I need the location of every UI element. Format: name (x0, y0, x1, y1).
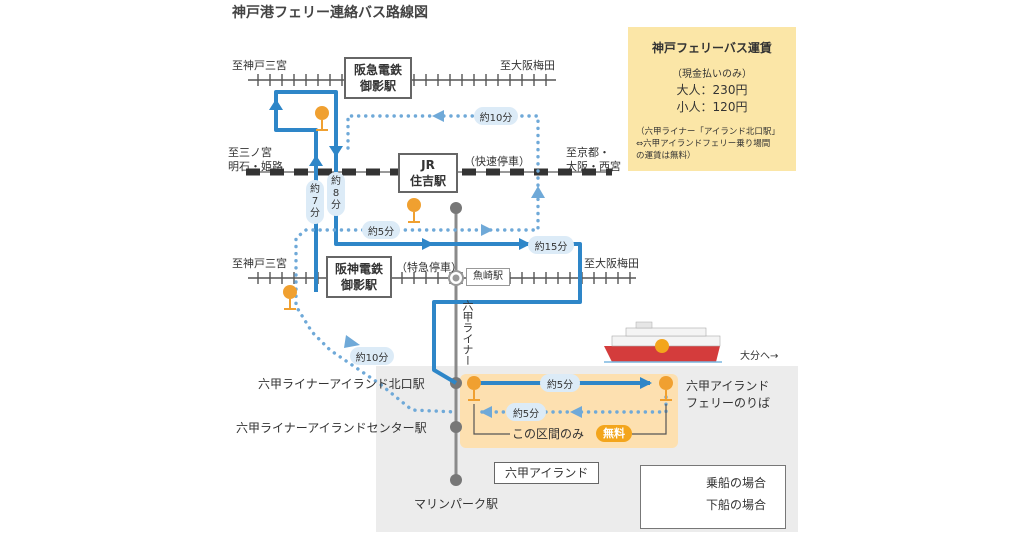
legend (640, 465, 786, 529)
jr-to-left: 至三ノ宮明石・姫路 (228, 146, 283, 174)
time-pill: 約10分 (350, 347, 394, 365)
hankyu-to-sannomiya: 至神戸三宮 (232, 59, 287, 72)
hankyu-to-umeda: 至大阪梅田 (500, 59, 555, 72)
fare-title: 神戸フェリーバス運賃 (652, 41, 772, 55)
jr-name: JR (421, 157, 435, 172)
hanshin-name: 阪神電鉄 (334, 261, 383, 276)
hanshin-mikage-station: 阪神電鉄 御影駅 (326, 256, 392, 298)
island-north-station-label: 六甲ライナーアイランド北口駅 (258, 377, 425, 391)
free-zone-bracket (473, 404, 510, 435)
marine-park-station-label: マリンパーク駅 (414, 497, 499, 511)
ferry-terminal-label: 六甲アイランドフェリーのりば (686, 379, 771, 410)
island-center-stop (450, 421, 462, 433)
hankyu-station-name: 御影駅 (359, 79, 396, 93)
jr-station-name: 住吉駅 (409, 174, 446, 188)
map-title: 神戸港フェリー連絡バス路線図 (232, 5, 428, 21)
island-center-station-label: 六甲ライナーアイランドセンター駅 (236, 421, 427, 435)
alighting-arrows (344, 110, 582, 418)
free-zone-text: この区間のみ (512, 427, 585, 441)
hanshin-express-note: （特急停車） (396, 261, 462, 274)
time-pill: 約15分 (528, 236, 574, 254)
time-pill: 約10分 (474, 107, 518, 125)
to-oita-label: 大分へ→ (740, 351, 779, 362)
rokko-island-label: 六甲アイランド (494, 462, 600, 484)
time-pill: 約5分 (362, 221, 400, 239)
jr-to-right: 至京都・大阪・西宮 (566, 146, 621, 174)
rokko-liner-label: 六甲ライナー (461, 300, 474, 366)
time-pill: 約5分 (540, 374, 580, 392)
fare-box: 神戸フェリーバス運賃 （現金払いのみ） 大人：230円 小人：120円 （六甲ラ… (628, 27, 796, 171)
legend-boarding-label: 乗船の場合 (706, 476, 767, 490)
ferry-icon (604, 321, 722, 363)
hanshin-to-sannomiya: 至神戸三宮 (232, 257, 287, 270)
hankyu-name: 阪急電鉄 (353, 62, 402, 77)
boarding-arrows (269, 99, 652, 389)
fare-child: 小人：120円 (676, 100, 748, 114)
legend-alighting-label: 下船の場合 (706, 498, 767, 512)
jr-sumiyoshi-liner-stop (450, 202, 462, 214)
uozaki-station-label: 魚崎駅 (466, 268, 510, 286)
fare-cash-only: （現金払いのみ） (672, 69, 752, 80)
fare-note: （六甲ライナー「アイランド北口駅」⇔六甲アイランドフェリー乗り場間の運賃は無料） (636, 127, 780, 161)
free-badge: 無料 (596, 425, 632, 442)
marine-park-stop (450, 474, 462, 486)
bus-stop-icon (283, 106, 673, 401)
fare-adult: 大人：230円 (676, 83, 748, 97)
hanshin-station-name: 御影駅 (340, 278, 377, 292)
time-pill: 約5分 (506, 403, 546, 421)
hankyu-mikage-station: 阪急電鉄 御影駅 (344, 57, 412, 99)
jr-sumiyoshi-station: JR 住吉駅 (398, 153, 458, 193)
hanshin-to-umeda: 至大阪梅田 (584, 257, 639, 270)
jr-rapid-note: （快速停車） (464, 155, 530, 168)
